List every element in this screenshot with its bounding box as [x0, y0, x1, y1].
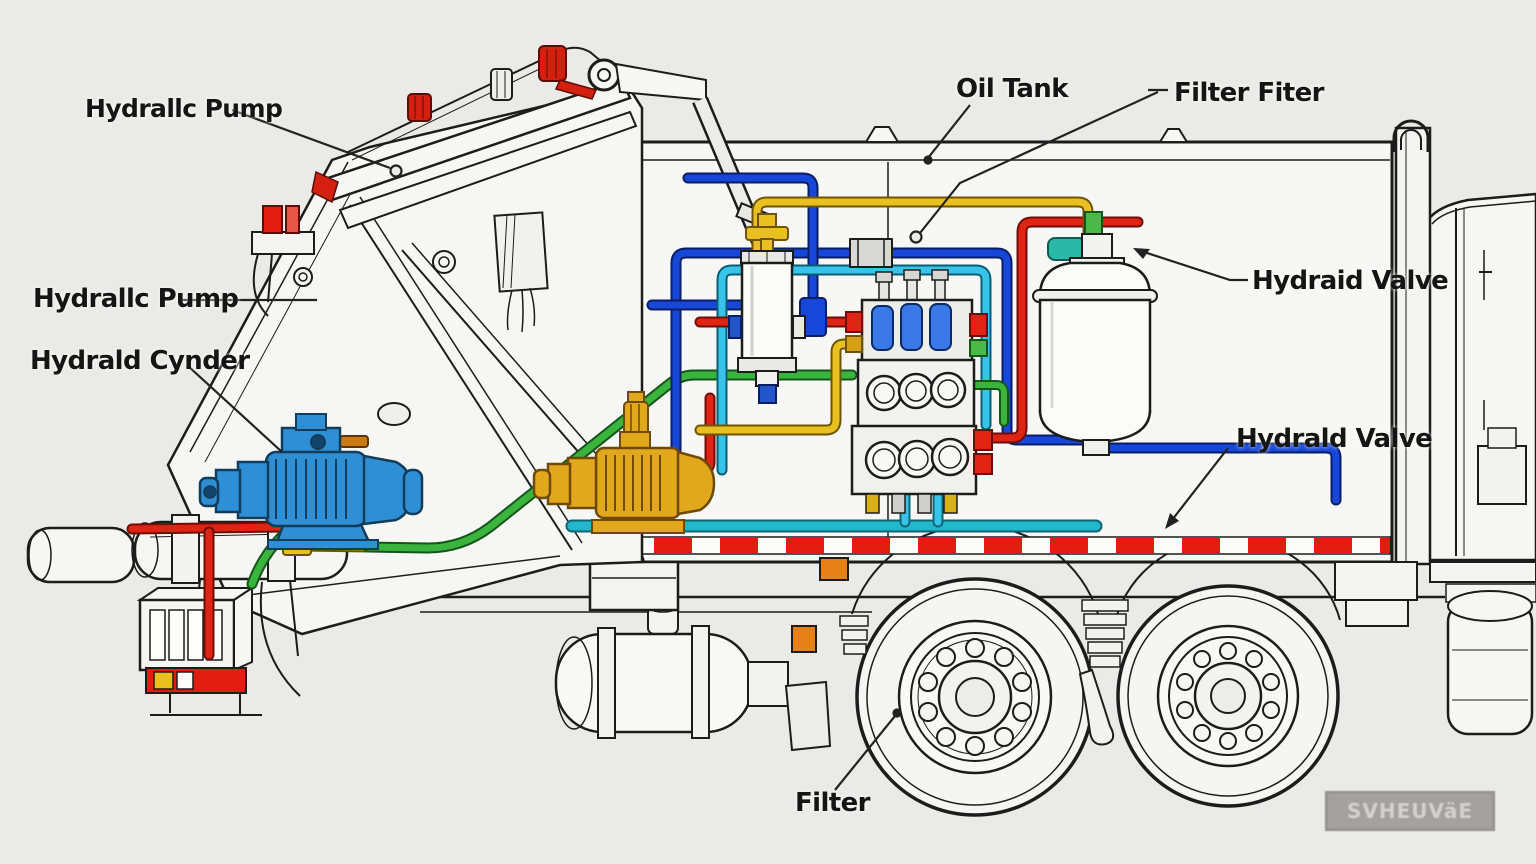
label-oil-tank: Oil Tank — [956, 74, 1069, 104]
leaf-spring — [839, 599, 1129, 746]
accumulator-canister — [728, 213, 806, 404]
arm-caps — [311, 45, 598, 204]
filter-canister — [1032, 211, 1158, 456]
rear-bumper-group — [26, 510, 349, 716]
junction-box — [493, 211, 549, 333]
label-hydraulic-valve-1: Hydraid Valve — [1252, 266, 1449, 296]
label-filter-bottom: Filter — [795, 788, 870, 818]
taillight-assembly — [251, 205, 315, 317]
label-filter-top: Filter Fiter — [1174, 78, 1324, 108]
hazard-stripe — [584, 536, 1391, 555]
mud-flap — [784, 557, 849, 752]
air-tank-right — [1446, 590, 1534, 736]
watermark-badge: SVHEUVäE — [1325, 791, 1495, 831]
truck-cab-front — [1392, 119, 1536, 566]
label-hydraulic-pump-left: Hydrallc Pump — [33, 284, 239, 314]
hydraulic-pump-yellow — [532, 391, 716, 534]
leader-lines — [178, 88, 1248, 791]
label-hydraulic-pump-top: Hydrallc Pump — [85, 94, 283, 123]
rear-wheel-2 — [1115, 536, 1341, 808]
control-valve-block — [845, 269, 993, 514]
label-hydraulic-cylinder: Hydrald Cynder — [30, 346, 250, 376]
hydraulic-pump-blue — [198, 413, 424, 550]
rear-wheel-1 — [851, 524, 1099, 817]
label-hydraulic-valve-2: Hydrald Valve — [1236, 424, 1433, 454]
fuel-tank — [554, 599, 789, 739]
